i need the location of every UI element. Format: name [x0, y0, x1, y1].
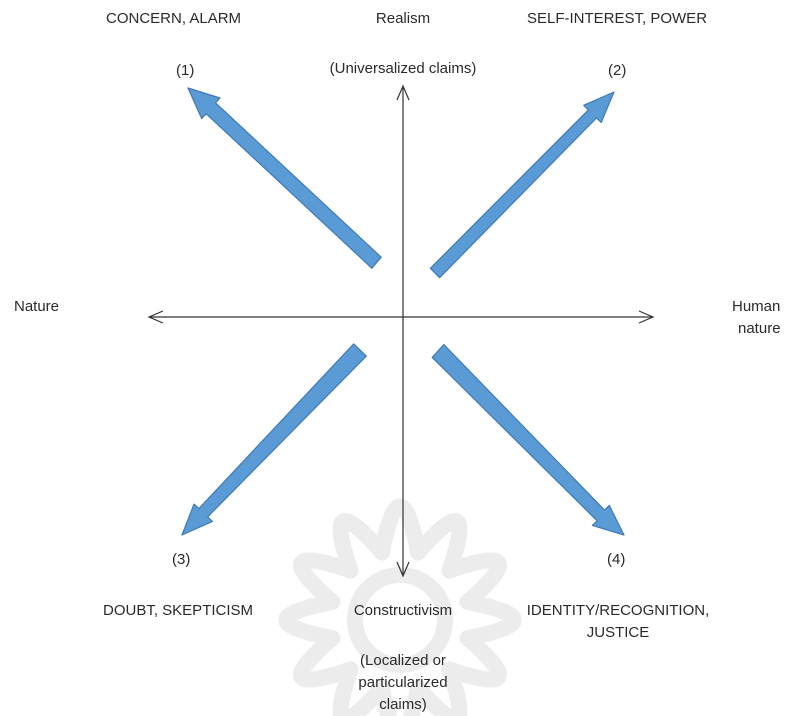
axis-label-nature: Nature	[14, 298, 60, 315]
watermark-petal	[441, 630, 507, 688]
vertical-axis	[396, 84, 410, 578]
watermark-petal	[278, 593, 341, 647]
axis-sublabel-universalized: (Universalized claims)	[329, 60, 477, 77]
quadrant-3-number: (3)	[172, 551, 191, 568]
quadrant-3-label: DOUBT, SKEPTICISM	[103, 602, 254, 619]
watermark-petal	[410, 661, 468, 716]
quadrant-4-label-line2: JUSTICE	[586, 624, 650, 641]
watermark-petal	[441, 552, 507, 610]
axis-sublabel-localized: (Localized or particularized claims)	[358, 652, 448, 713]
arrow-concern-alarm	[187, 87, 382, 269]
axis-label-realism: Realism	[375, 10, 431, 27]
watermark-petal	[459, 593, 522, 647]
quadrant-1-number: (1)	[176, 62, 195, 79]
watermark-center	[347, 567, 453, 673]
arrow-self-interest-power	[429, 91, 615, 279]
watermark-petal	[332, 513, 390, 579]
watermark-petal	[293, 552, 359, 610]
watermark-petal	[373, 498, 427, 561]
axis-label-nature-right: nature	[738, 320, 781, 337]
quadrant-1-label: CONCERN, ALARM	[106, 10, 242, 27]
watermark-petal	[410, 513, 468, 579]
watermark-ornament	[278, 498, 522, 716]
axis-label-constructivism: Constructivism	[353, 602, 453, 619]
watermark-petal	[373, 679, 427, 716]
horizontal-axis	[147, 310, 655, 324]
quadrant-2-number: (2)	[608, 62, 627, 79]
quadrant-4-label-line1: IDENTITY/RECOGNITION,	[526, 602, 710, 619]
watermark-petal	[293, 630, 359, 688]
watermark-petal	[332, 661, 390, 716]
arrow-identity-justice	[431, 344, 625, 536]
quadrant-4-number: (4)	[607, 551, 626, 568]
quadrant-2-label: SELF-INTEREST, POWER	[527, 10, 708, 27]
arrow-doubt-skepticism	[181, 343, 367, 536]
axis-label-human: Human	[732, 298, 781, 315]
